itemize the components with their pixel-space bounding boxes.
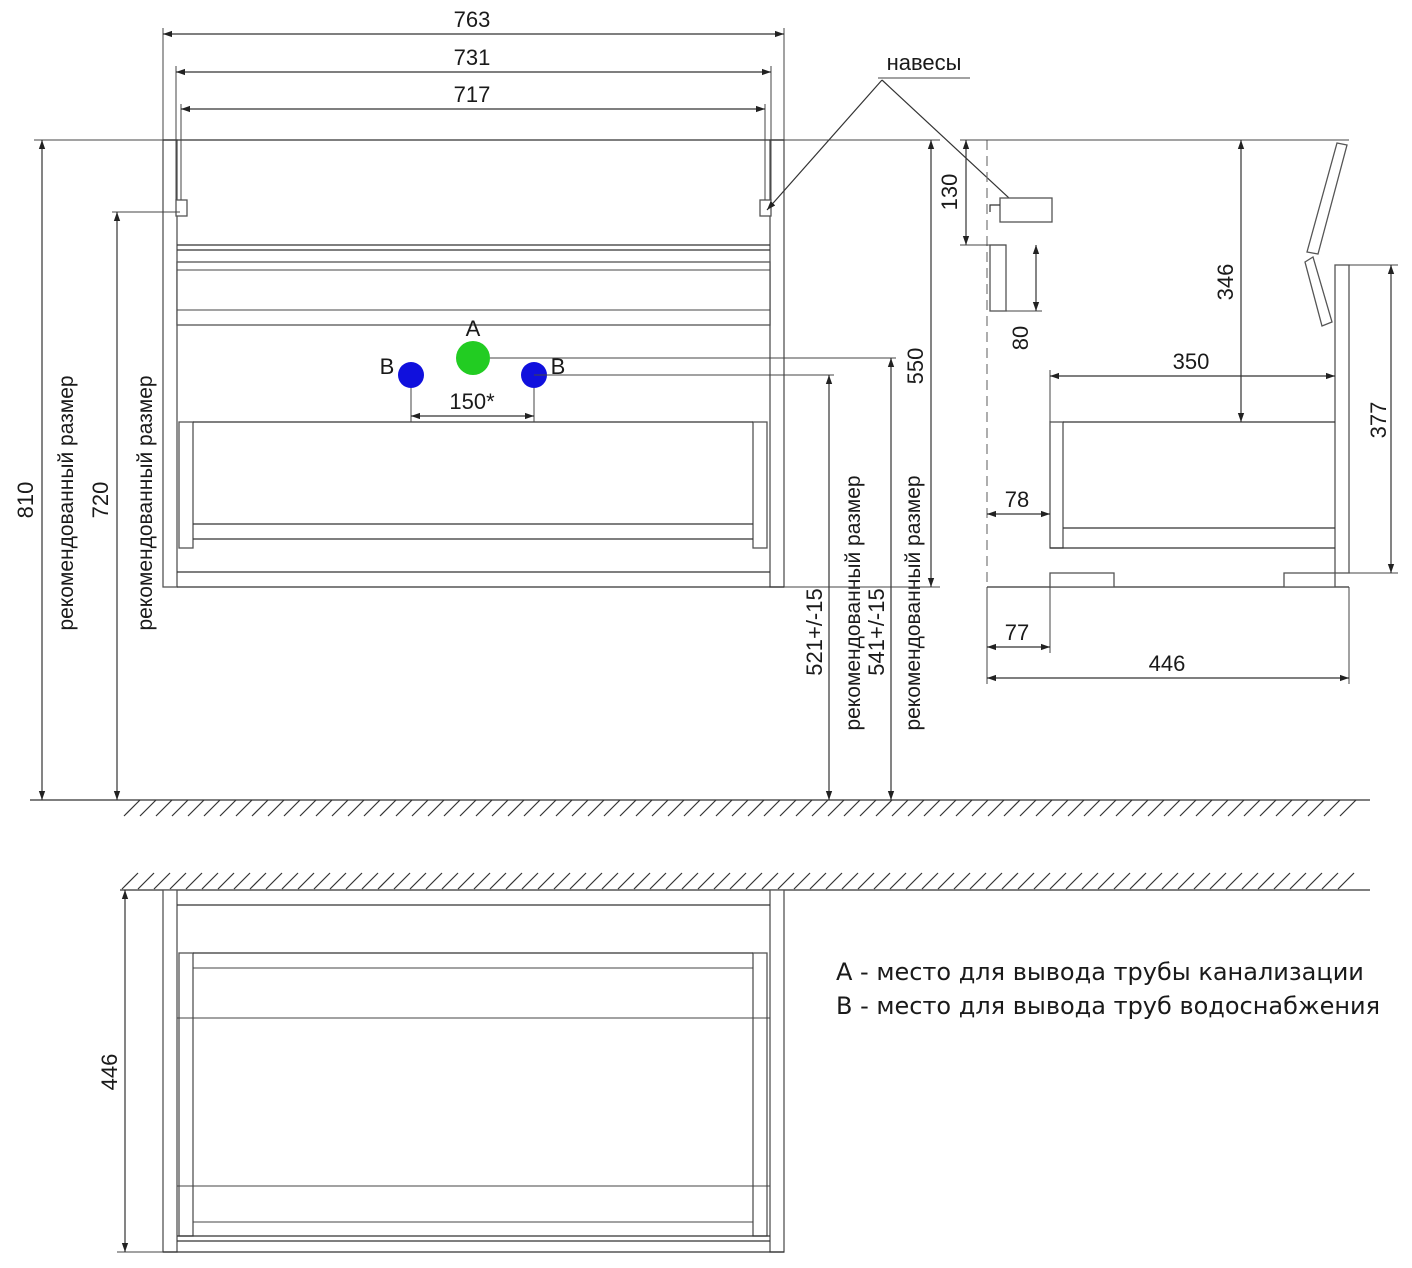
plan-view: 446 [97, 872, 1370, 1253]
label-point-b-right: В [551, 354, 566, 379]
side-hanger-bracket [999, 197, 1053, 223]
side-lid-lower [1304, 255, 1333, 327]
dim-350: 350 [1173, 349, 1210, 374]
legend: А - место для вывода трубы канализации В… [836, 958, 1380, 1020]
side-foot-front [1283, 572, 1336, 588]
label-point-a: А [466, 316, 481, 341]
front-top-drawer [176, 261, 771, 326]
dim-446-side: 446 [1149, 651, 1186, 676]
drain-point-a [456, 341, 490, 375]
dim-717: 717 [454, 82, 491, 107]
dim-150: 150* [449, 389, 495, 414]
plan-drawer-right [752, 952, 768, 1237]
front-left-panel [162, 139, 178, 588]
dim-78: 78 [1005, 487, 1029, 512]
plan-drawer-left [178, 952, 194, 1237]
dim-541: 541+/-15 [864, 588, 889, 675]
front-view: 763 731 717 810 рекомендованный размер 7… [13, 7, 1025, 800]
recommended-label-720: рекомендованный размер [134, 375, 157, 630]
plan-left-panel [162, 889, 178, 1253]
recommended-label-541: рекомендованный размер [902, 475, 925, 730]
legend-line-b: В - место для вывода труб водоснабжения [836, 992, 1380, 1020]
side-lid-upper [1306, 142, 1348, 255]
label-hangers: навесы [887, 50, 962, 75]
floor-line [30, 799, 1370, 817]
dim-346: 346 [1213, 264, 1238, 301]
dim-80: 80 [1008, 326, 1033, 350]
recommended-label-810: рекомендованный размер [55, 375, 78, 630]
plan-right-panel [769, 889, 785, 1253]
front-right-panel [769, 139, 785, 588]
dim-77: 77 [1005, 620, 1029, 645]
dim-731: 731 [454, 45, 491, 70]
water-point-b-left [398, 362, 424, 388]
side-drawer-back [1049, 421, 1064, 549]
dim-810: 810 [13, 482, 38, 519]
dim-446-plan: 446 [97, 1054, 122, 1091]
label-point-b-left: В [380, 354, 395, 379]
legend-line-a: А - место для вывода трубы канализации [836, 958, 1364, 986]
dim-130: 130 [937, 174, 962, 211]
recommended-label-521: рекомендованный размер [842, 475, 865, 730]
side-front-panel [1334, 264, 1350, 574]
dim-550: 550 [903, 348, 928, 385]
dim-763: 763 [454, 7, 491, 32]
side-wall-rail [989, 244, 1007, 312]
dim-720: 720 [88, 482, 113, 519]
front-drawer-left-rail [178, 421, 194, 549]
dim-377: 377 [1366, 402, 1391, 439]
front-drawer-right-rail [752, 421, 768, 549]
side-foot-rear [1049, 572, 1115, 588]
hanger-left [175, 199, 188, 217]
dim-521: 521+/-15 [802, 588, 827, 675]
side-view: 130 80 346 350 377 78 77 446 [937, 139, 1398, 684]
